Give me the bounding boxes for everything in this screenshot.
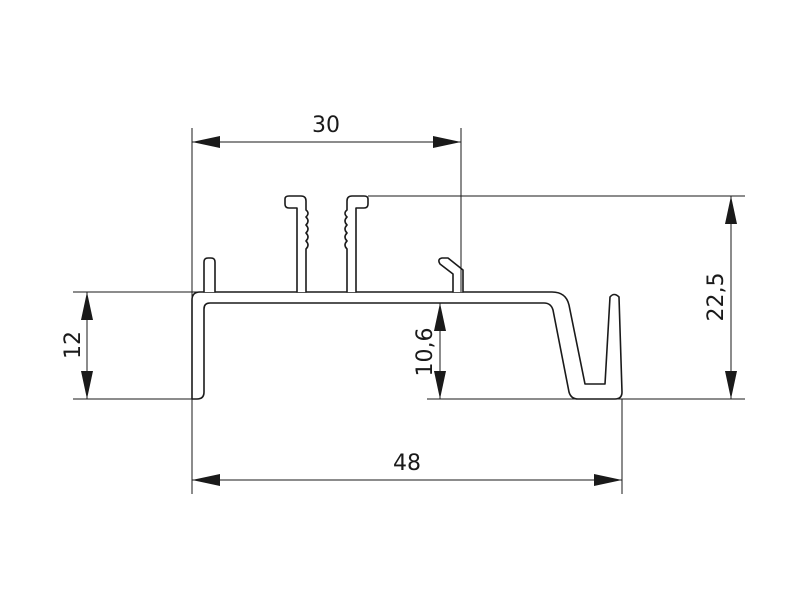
arrow-up [434, 303, 446, 331]
dimension-height-left: 12 [61, 292, 93, 399]
profile-left-rail [284, 195, 309, 293]
arrow-right [433, 136, 461, 148]
arrow-left [192, 474, 220, 486]
dimension-overall-width: 48 [192, 451, 622, 486]
dimension-top-width: 30 [192, 113, 461, 148]
dimension-height-inner: 10,6 [413, 303, 446, 399]
profile-hook [438, 257, 464, 293]
dimension-height-total: 22,5 [704, 196, 737, 399]
arrow-left [192, 136, 220, 148]
dim-label-30: 30 [312, 113, 340, 138]
dim-label-10-6: 10,6 [413, 328, 438, 377]
arrow-down [81, 371, 93, 399]
arrow-right [594, 474, 622, 486]
arrow-down [434, 371, 446, 399]
extension-lines [73, 128, 745, 494]
profile-left-tab [203, 257, 216, 293]
arrow-up [725, 196, 737, 224]
profile-cross-section [191, 195, 623, 400]
dim-label-22-5: 22,5 [704, 273, 729, 322]
profile-right-rail [344, 195, 369, 293]
dim-label-12: 12 [61, 331, 86, 359]
profile-main-body [191, 291, 623, 400]
dim-label-48: 48 [393, 451, 421, 476]
arrow-down [725, 371, 737, 399]
arrow-up [81, 292, 93, 320]
